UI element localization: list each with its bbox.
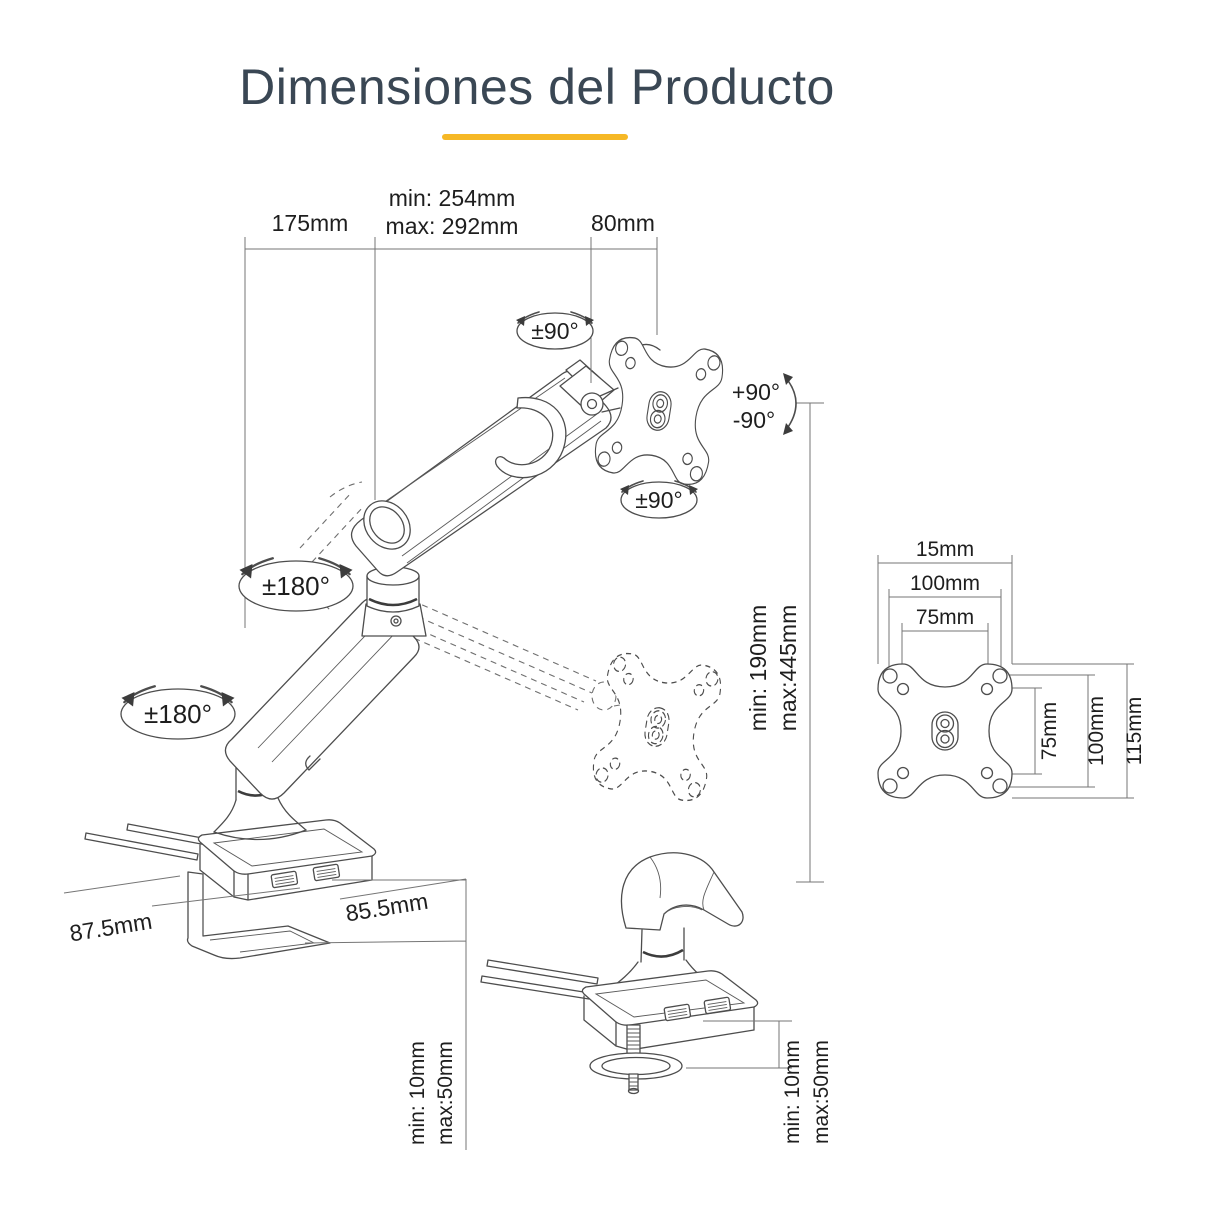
page-title: Dimensiones del Producto [239,59,835,115]
desk-rod [84,832,199,861]
usb-port [270,870,299,889]
rotation-annotations: ±90° ±90° ±180° ±180° +90° -90° [120,311,797,740]
dim-vesa-height-75: 75mm [1038,702,1061,760]
swivel-upper-label: ±180° [262,571,330,601]
dim-vesa-height-full: 115mm [1123,697,1146,765]
pan-bottom-label: ±90° [635,487,682,513]
upper-arm [350,370,612,577]
dim-clamp-left-max: max:50mm [434,1041,457,1145]
tilt-down-label: -90° [733,407,775,433]
swivel-rotation-ellipse [238,560,354,612]
pan-rotation-ellipse [516,312,594,350]
title-accent-underline [442,134,628,140]
dim-clamp-left-min: min: 10mm [406,1041,429,1145]
desk-rod [486,959,599,985]
tilt-up-label: +90° [732,379,780,405]
lower-arm [224,597,420,800]
arm-pivot-cap [363,500,411,550]
dim-vesa-height-100: 100mm [1085,696,1108,766]
pan-top-label: ±90° [531,318,578,344]
tilt-head [559,343,661,416]
dimension-lines [63,237,1134,1150]
dim-base-right: 85.5mm [344,888,430,927]
grommet-screw [589,1024,683,1095]
dimension-labels: 175mm min: 254mm max: 292mm 80mm min: 19… [68,185,1146,1145]
usb-port [312,863,341,882]
desk-clamp-base [84,819,377,960]
grommet-clamp-base [480,852,759,1095]
dim-clamp-right-min: min: 10mm [781,1040,804,1144]
cable-hook [494,396,567,479]
vesa-plate-detail [877,663,1013,799]
vesa-mount-plate [591,333,727,489]
c-clamp-foot [186,871,331,960]
ghost-vesa-plate [589,649,725,805]
dim-vesa-width-full: 15mm [916,538,974,561]
dim-base-left: 87.5mm [68,908,154,947]
dim-reach-max: max: 292mm [386,213,519,239]
swivel-rotation-ellipse [120,688,236,740]
dim-vesa-width-75: 75mm [916,606,974,629]
dim-clamp-right-max: max:50mm [810,1040,833,1144]
quick-release-head [620,852,744,931]
dim-vesa-width-100: 100mm [910,572,980,595]
dim-height-max: max:445mm [775,605,801,732]
dim-arm-rear: 175mm [272,210,349,236]
dim-height-min: min: 190mm [745,605,771,732]
dim-reach-min: min: 254mm [389,185,516,211]
dim-head: 80mm [591,210,655,236]
swivel-lower-label: ±180° [144,699,212,729]
swivel-joint [361,566,427,637]
pan-rotation-ellipse [620,481,698,519]
